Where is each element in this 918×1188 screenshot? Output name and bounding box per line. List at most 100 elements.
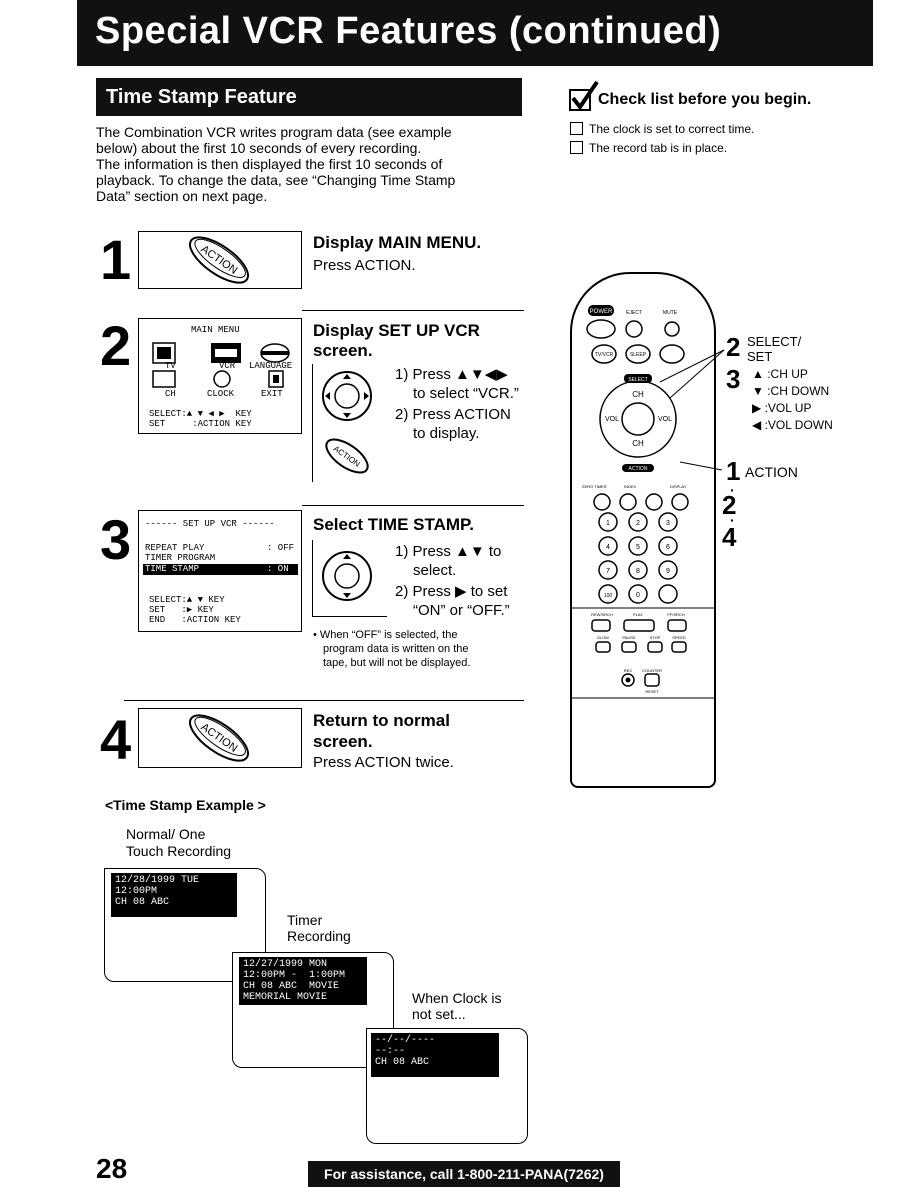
instruction: 1) Press ▲▼ to (395, 543, 502, 560)
svg-text:MUTE: MUTE (663, 310, 678, 316)
action-button-illustration: ACTION (138, 231, 302, 289)
svg-text:CH: CH (632, 390, 644, 399)
svg-text:3: 3 (666, 520, 670, 527)
page-header: Special VCR Features (continued) (77, 0, 873, 66)
svg-text:REW/SRCH: REW/SRCH (591, 612, 613, 617)
checklist-item: The record tab is in place. (570, 141, 727, 155)
svg-text:PLAY: PLAY (633, 612, 643, 617)
svg-text:VOL: VOL (658, 416, 672, 423)
svg-text:PAUSE: PAUSE (622, 635, 636, 640)
checkmark-icon (569, 80, 599, 111)
callout-lines (659, 349, 725, 471)
svg-text:VOL: VOL (605, 416, 619, 423)
svg-text:SLEEP: SLEEP (630, 352, 647, 358)
svg-text:8: 8 (636, 568, 640, 575)
callout-number: 2 (726, 332, 741, 362)
remote-buttons-illustration: ACTION (312, 364, 387, 482)
svg-text:SLOW: SLOW (597, 635, 609, 640)
svg-text:SELECT: SELECT (628, 377, 647, 383)
assistance-banner: For assistance, call 1-800-211-PANA(7262… (308, 1161, 620, 1187)
callout-label: ▲ :CH UP (752, 367, 808, 381)
instruction: to select “VCR.” (413, 385, 519, 402)
divider (302, 505, 524, 506)
svg-text:REC: REC (624, 668, 633, 673)
callout-label: SET (747, 349, 773, 364)
svg-text:POWER: POWER (590, 309, 613, 315)
intro-line: The information is then displayed the fi… (96, 156, 443, 172)
instruction: “ON” or “OFF.” (413, 602, 510, 619)
intro-line: below) about the first 10 seconds of eve… (96, 140, 422, 156)
intro-paragraph: The Combination VCR writes program data … (96, 124, 516, 204)
intro-line: The Combination VCR writes program data … (96, 124, 452, 140)
step-text: Press ACTION twice. (313, 754, 454, 771)
step-title: screen. (313, 732, 373, 751)
instruction: to display. (413, 425, 480, 442)
step-title: Return to normal (313, 711, 450, 730)
callout-number: 3 (726, 364, 741, 394)
step-note: • When “OFF” is selected, the program da… (313, 629, 471, 669)
separator-dot: · (730, 482, 735, 498)
svg-text:4: 4 (606, 544, 610, 551)
selected-row-highlight (143, 564, 298, 575)
svg-text:STOP: STOP (650, 635, 661, 640)
divider (302, 310, 524, 311)
divider (124, 700, 524, 701)
svg-text:COUNTER: COUNTER (642, 668, 662, 673)
setup-vcr-screen: ------ SET UP VCR ------ REPEAT PLAY : O… (138, 510, 302, 632)
svg-text:RESET: RESET (645, 689, 659, 694)
menu-title: MAIN MENU (191, 325, 240, 335)
svg-text:ZERO TIMER: ZERO TIMER (582, 484, 607, 489)
step-title: Display MAIN MENU. (313, 233, 482, 252)
example-label-clock: When Clock is not set... (412, 990, 502, 1022)
svg-text:1: 1 (606, 520, 610, 527)
main-menu-screen: MAIN MENU TV VCR LANGUAGE CH CLOCK EXIT … (138, 318, 302, 434)
svg-text:DISPLAY: DISPLAY (670, 484, 687, 489)
direction-pad-illustration (312, 540, 387, 617)
svg-text:CH: CH (632, 439, 644, 448)
intro-line: Data” section on next page. (96, 188, 268, 204)
svg-text:FF/SRCH: FF/SRCH (667, 612, 684, 617)
svg-text:9: 9 (666, 568, 670, 575)
step-text: Press ACTION. (313, 257, 416, 274)
callout-label: ◀ :VOL DOWN (752, 418, 833, 432)
section-title: Time Stamp Feature (96, 78, 522, 116)
callout-number: 2 (722, 490, 737, 520)
callout-label: ▶ :VOL UP (752, 401, 812, 415)
checkbox-icon (570, 122, 583, 135)
instruction: 2) Press ACTION (395, 406, 511, 423)
svg-text:7: 7 (606, 568, 610, 575)
svg-text:5: 5 (636, 544, 640, 551)
remote-body-icon: POWER EJECT MUTE TV/VCR SLEEP CH CH VOL … (572, 305, 714, 699)
callout-number: 1 (726, 456, 741, 486)
separator-dot: · (730, 512, 735, 528)
step-title: Display SET UP VCR (313, 321, 480, 340)
svg-text:EJECT: EJECT (626, 310, 642, 316)
page-number: 28 (96, 1153, 128, 1184)
direction-pad-icon: ACTION (322, 371, 372, 474)
example-label-timer: Timer Recording (287, 912, 351, 944)
direction-pad-icon (322, 551, 372, 601)
step-title: screen. (313, 341, 373, 360)
callout-label: ▼ :CH DOWN (752, 384, 830, 398)
svg-text:100: 100 (604, 593, 613, 599)
osd-block: --/--/------:--CH 08 ABC (371, 1033, 499, 1077)
step-number: 3 (100, 508, 132, 571)
menu-icons (152, 342, 290, 388)
remote-control: POWER EJECT MUTE TV/VCR SLEEP CH CH VOL … (570, 272, 716, 788)
callout-number: 4 (722, 522, 737, 552)
example-title: <Time Stamp Example > (105, 797, 266, 813)
svg-text:0: 0 (636, 592, 640, 599)
svg-text:ACTION: ACTION (629, 466, 648, 472)
svg-text:SPEED: SPEED (672, 635, 686, 640)
step-number: 4 (100, 708, 132, 771)
svg-text:INDEX: INDEX (624, 484, 637, 489)
clock-not-set-screen: --/--/------:--CH 08 ABC (366, 1028, 528, 1144)
action-button-icon: ACTION (189, 236, 249, 284)
step-number: 2 (100, 314, 132, 377)
step-number: 1 (100, 228, 132, 291)
svg-text:TV/VCR: TV/VCR (595, 352, 614, 358)
callout-label: SELECT/ (747, 334, 802, 349)
